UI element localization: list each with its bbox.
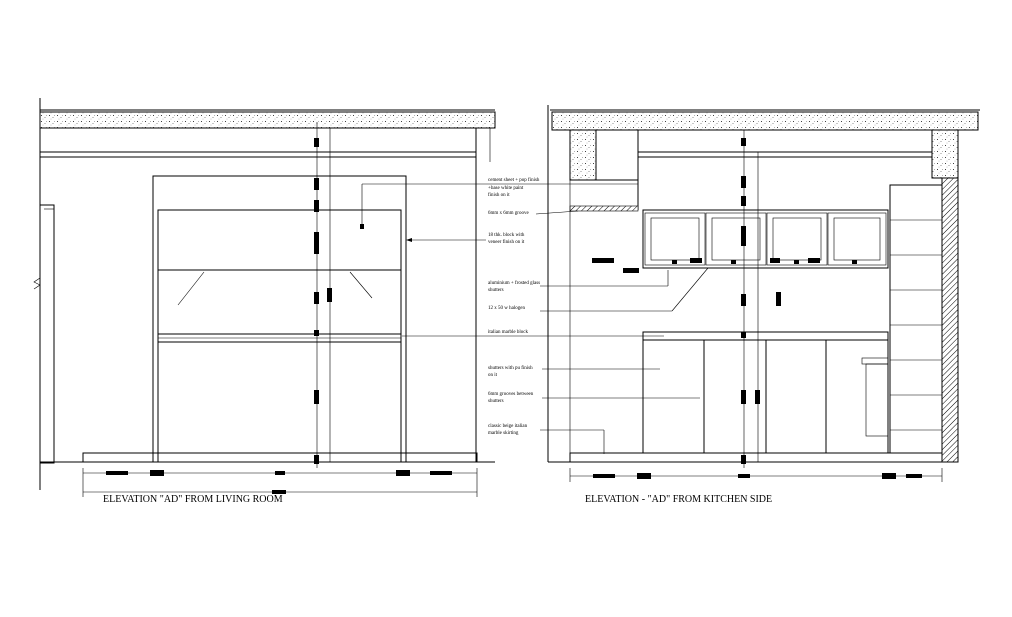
svg-text:veneer finish on it: veneer finish on it bbox=[488, 240, 525, 245]
tall-unit-right bbox=[861, 184, 943, 454]
note-block-veneer: 18 thk. block with bbox=[488, 233, 525, 238]
upper-cabinets bbox=[642, 209, 889, 269]
note-marble-block: italian marble block bbox=[488, 330, 528, 335]
note-aluminium-glass: aluminium + frosted glass bbox=[488, 281, 540, 286]
svg-text:+base white paint: +base white paint bbox=[488, 186, 524, 191]
note-halogen: 12 x 50 w halogen bbox=[488, 306, 525, 311]
title-living-room: ELEVATION "AD" FROM LIVING ROOM bbox=[103, 494, 283, 505]
dimension-marks-horizontal-right bbox=[593, 473, 922, 479]
unit-outer-frame bbox=[152, 175, 407, 463]
note-grooves: 6mm grooves between bbox=[488, 392, 534, 397]
lower-shutters bbox=[642, 339, 889, 454]
elevation-living-room: ELEVATION "AD" FROM LIVING ROOM bbox=[33, 98, 496, 505]
floor-skirting-right bbox=[569, 452, 943, 463]
svg-text:marble skirting: marble skirting bbox=[488, 431, 519, 436]
svg-text:shutters: shutters bbox=[488, 399, 504, 404]
note-skirting: classic beige italian bbox=[488, 424, 528, 429]
door-left bbox=[39, 204, 55, 464]
upper-glass-shutters bbox=[157, 209, 402, 335]
annotations: cement sheet + pop finish +base white pa… bbox=[360, 178, 709, 454]
ceiling-slab-right bbox=[551, 111, 979, 131]
marble-block-right bbox=[642, 331, 889, 341]
title-kitchen-side: ELEVATION - "AD" FROM KITCHEN SIDE bbox=[585, 494, 772, 505]
ceiling-slab-left bbox=[39, 111, 496, 129]
svg-text:on it: on it bbox=[488, 373, 498, 378]
svg-text:finish on it: finish on it bbox=[488, 193, 510, 198]
note-pu-shutters: shutters with pu finish bbox=[488, 366, 533, 371]
dimension-marks-vertical-left bbox=[314, 138, 332, 464]
dimension-marks-vertical-right bbox=[592, 138, 820, 464]
note-cement-sheet: cement sheet + pop finish bbox=[488, 178, 540, 183]
note-groove: 6mm x 6mm groove bbox=[488, 211, 529, 216]
svg-text:shutters: shutters bbox=[488, 288, 504, 293]
right-wall-hatch bbox=[941, 177, 959, 463]
dimension-marks-horizontal-left bbox=[106, 470, 452, 494]
elevation-kitchen-side: ELEVATION - "AD" FROM KITCHEN SIDE bbox=[547, 105, 980, 505]
floor-skirting-left bbox=[82, 452, 478, 463]
